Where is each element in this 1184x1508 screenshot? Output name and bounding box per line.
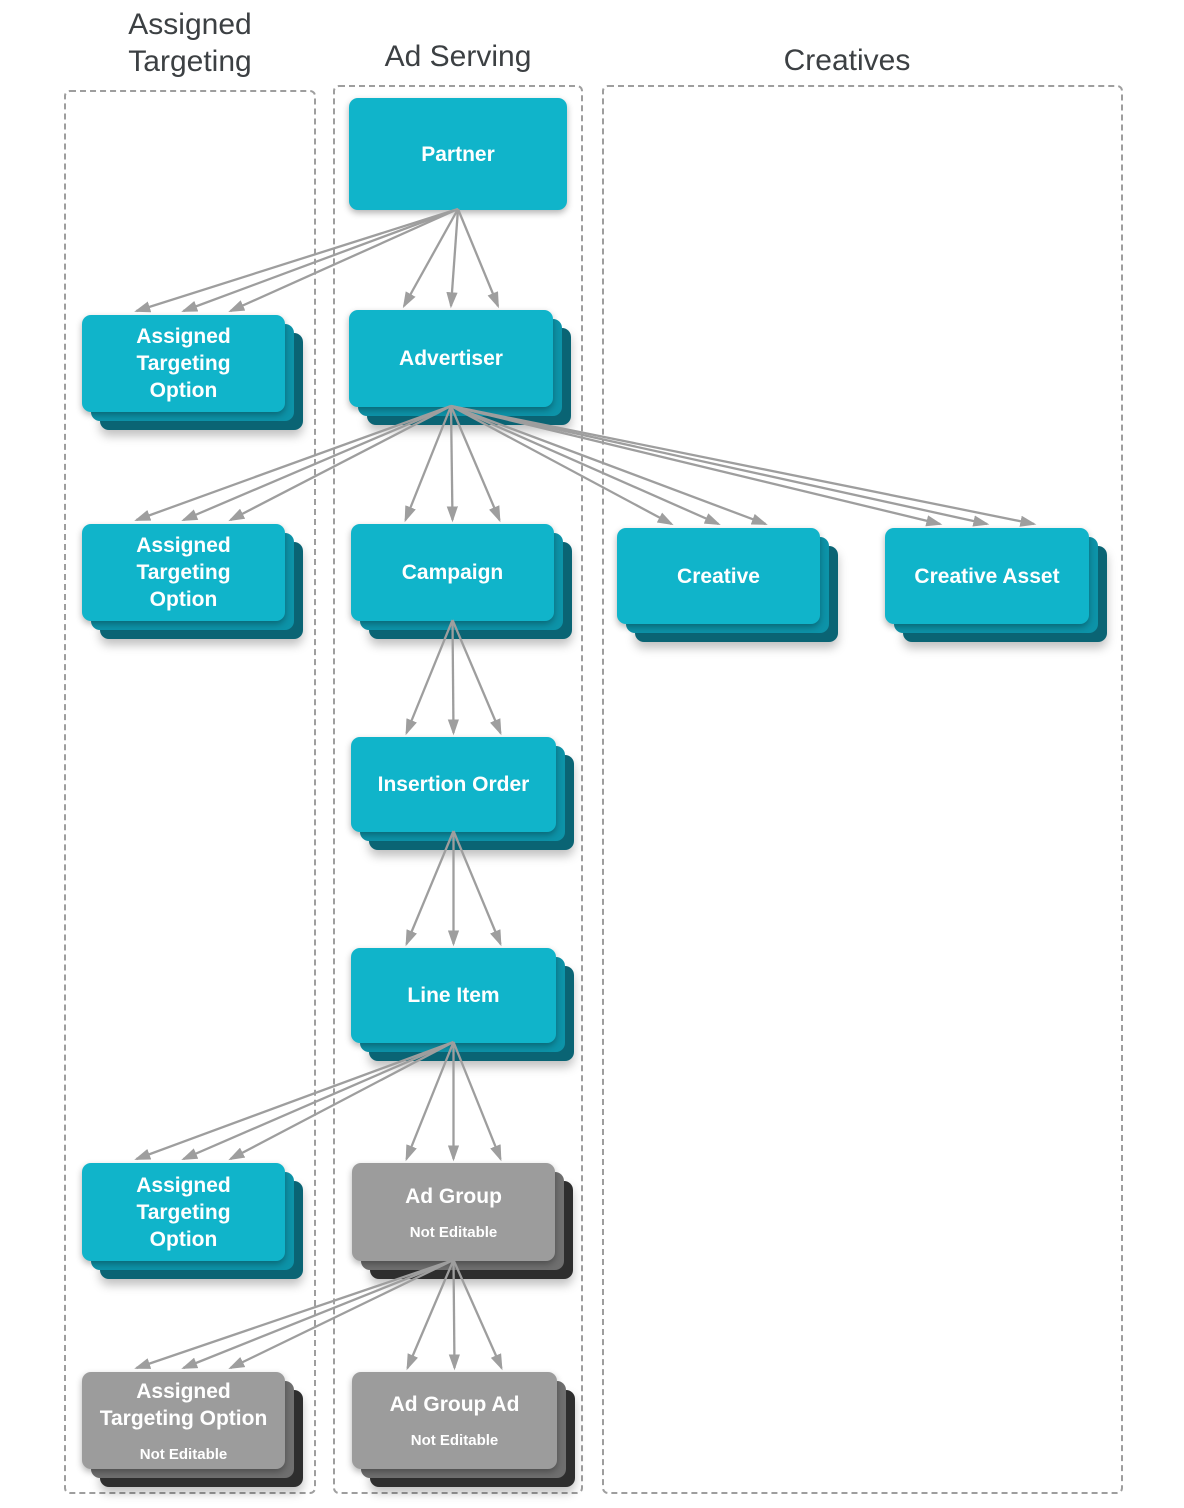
node-ad-group-ad: Ad Group Ad Not Editable [352,1372,575,1487]
node-face: Line Item [351,948,556,1043]
node-partner: Partner [349,98,567,210]
node-label: Line Item [407,984,500,1007]
node-label: Creative Asset [914,564,1060,588]
node-face: Creative [617,528,820,624]
node-label: Campaign [401,561,504,584]
column-creatives [602,85,1123,1494]
node-label: Partner [421,142,495,166]
node-advertiser: Advertiser [349,310,571,425]
node-line-item: Line Item [351,948,574,1061]
node-sublabel: Not Editable [409,1223,498,1241]
column-heading-ad-serving: Ad Serving [384,40,532,73]
node-face: Advertiser [349,310,553,407]
node-face: Ad Group Ad Not Editable [352,1372,557,1469]
column-heading-assigned-targeting: Assigned Targeting [128,8,252,78]
column-assigned-targeting [64,90,316,1494]
node-label: Insertion Order [377,773,530,796]
node-campaign: Campaign [351,524,572,639]
node-insertion-order: Insertion Order [351,737,574,850]
node-creative: Creative [617,528,838,642]
node-sublabel: Not Editable [139,1445,228,1463]
node-sublabel: Not Editable [410,1432,499,1449]
node-label: Creative [677,564,760,588]
node-creative-asset: Creative Asset [885,528,1107,642]
node-face: Campaign [351,524,554,621]
node-label: Advertiser [399,347,503,370]
column-heading-creatives: Creatives [783,44,911,77]
node-label: Ad Group [405,1184,502,1208]
node-label: Ad Group Ad [389,1393,520,1416]
node-face: Partner [349,98,567,210]
node-face: Insertion Order [351,737,556,832]
node-face: Creative Asset [885,528,1089,624]
column-ad-serving [333,85,583,1494]
